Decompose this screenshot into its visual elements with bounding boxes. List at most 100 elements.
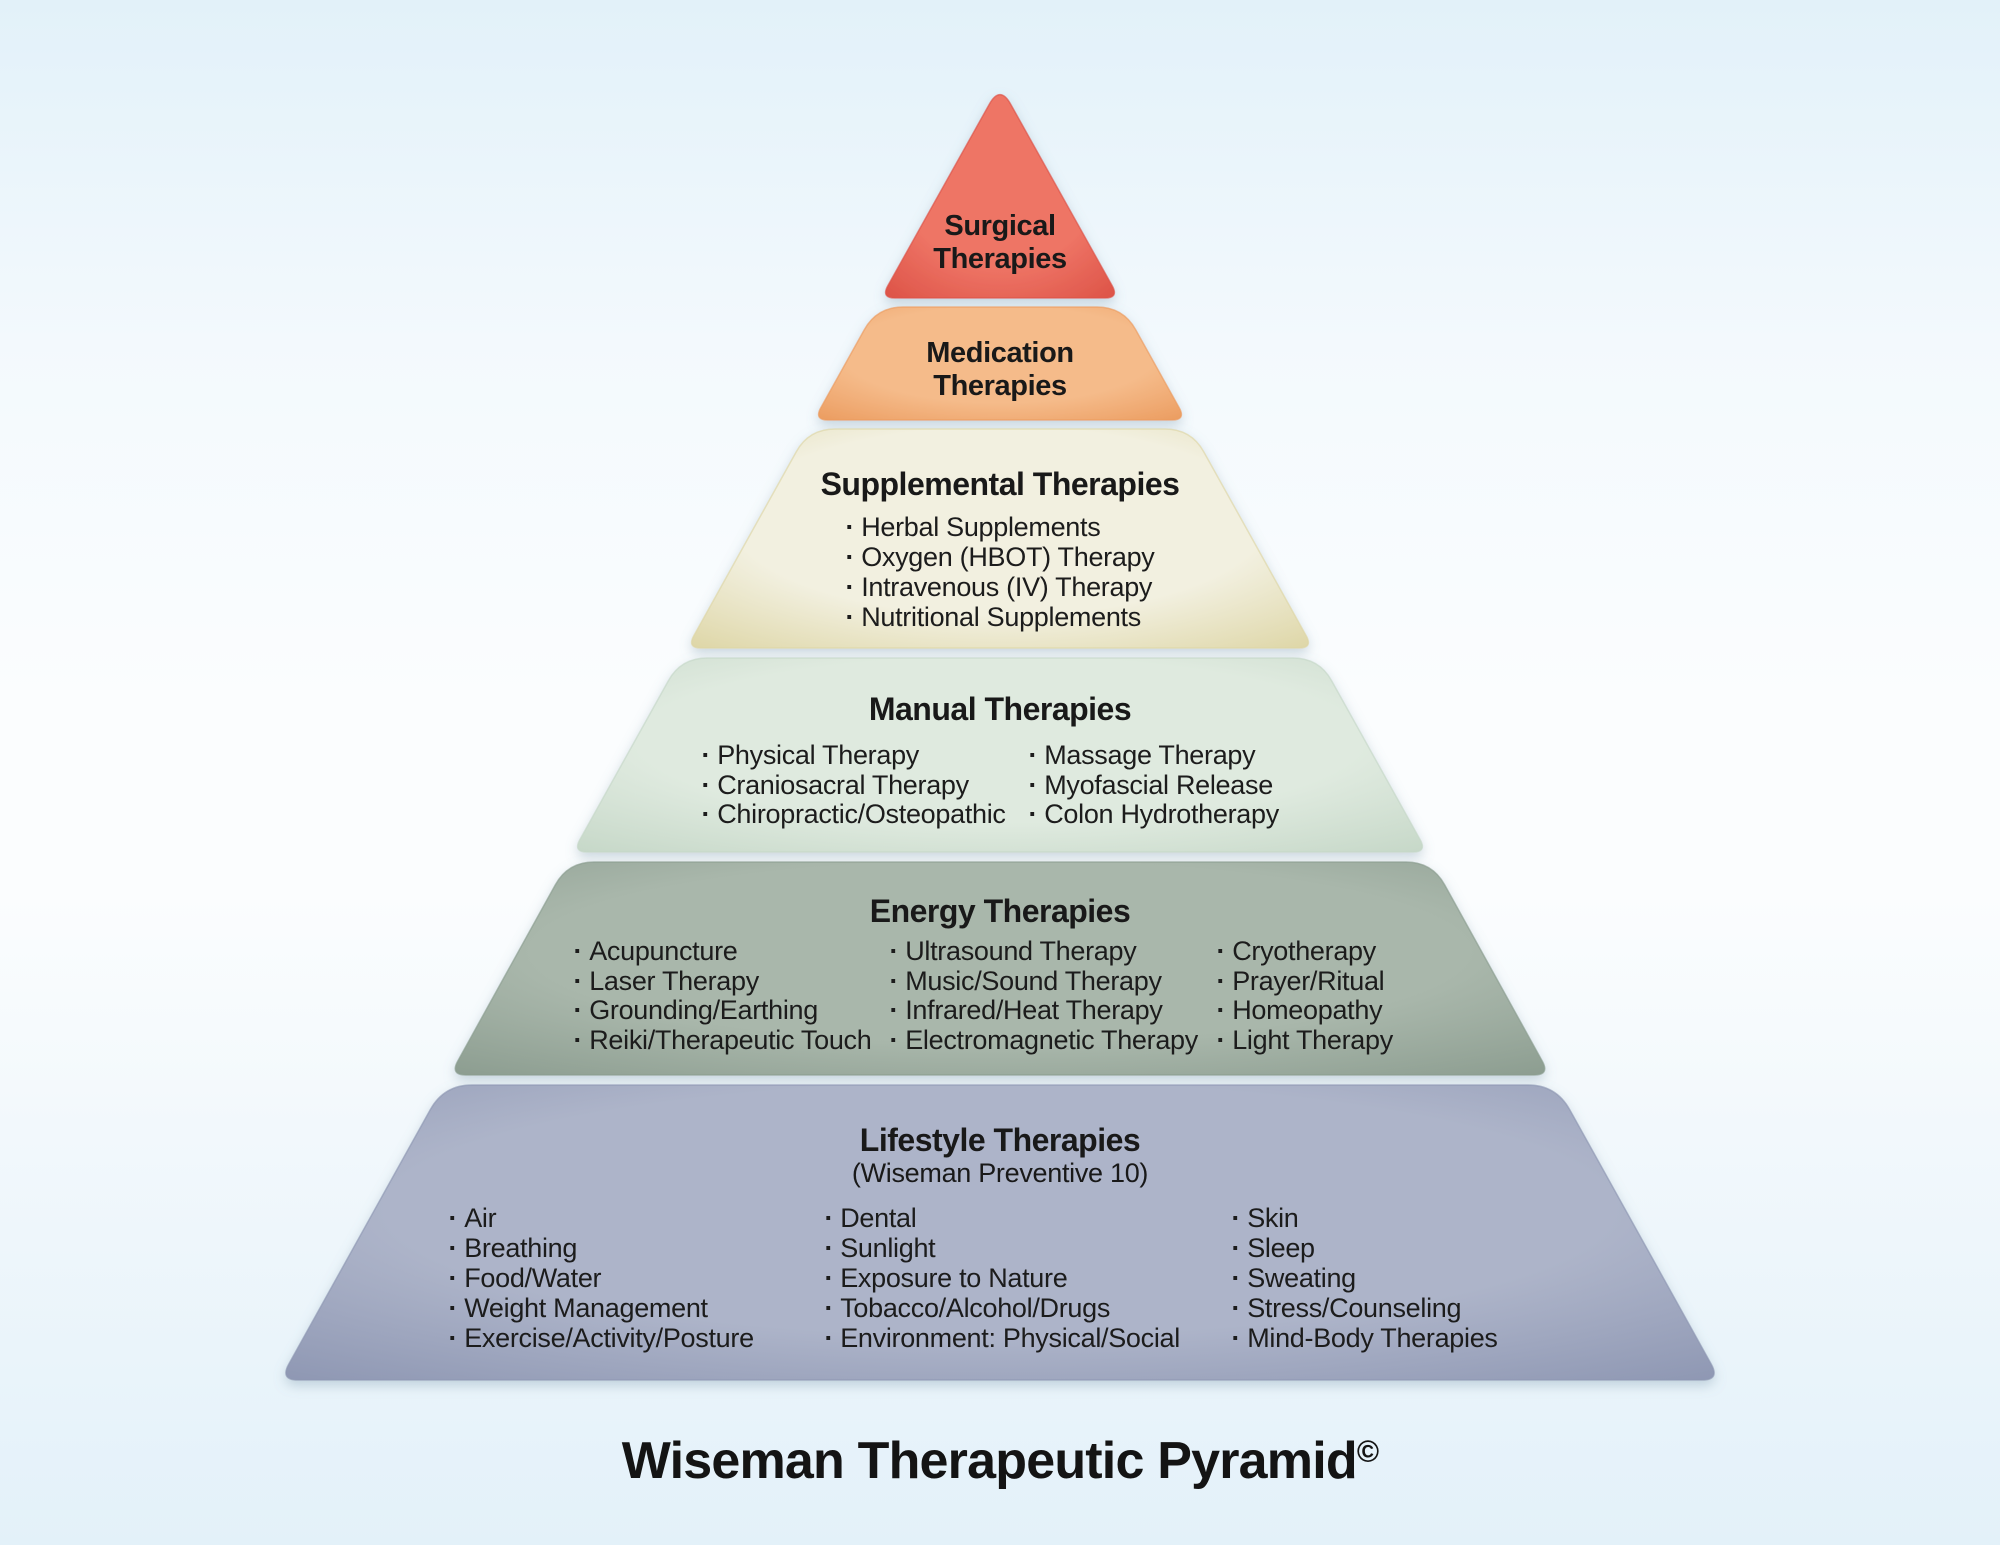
level-title-line: Medication [926, 337, 1074, 369]
bullet-icon: · [889, 965, 899, 996]
list-item: ·Nutritional Supplements [845, 602, 1154, 632]
list-item: ·Myofascial Release [1029, 770, 1299, 801]
list-item-label: Environment: Physical/Social [840, 1323, 1180, 1353]
level-title-line: Therapies [933, 243, 1067, 275]
list-item: ·Oxygen (HBOT) Therapy [845, 542, 1154, 572]
bullet-icon: · [1028, 799, 1038, 829]
bullet-icon: · [448, 1233, 458, 1263]
level-medication-shape [817, 306, 1183, 421]
bullet-icon: · [701, 799, 711, 829]
list-item-label: Acupuncture [589, 936, 738, 966]
list-item: ·Electromagnetic Therapy [890, 1024, 1217, 1056]
list-item: ·Grounding/Earthing [573, 995, 890, 1026]
bullet-icon: · [845, 572, 855, 602]
list-item: ·Acupuncture [574, 936, 890, 967]
bullet-icon: · [1231, 1263, 1241, 1293]
level-energy-title: Energy Therapies [0, 893, 2000, 929]
list-item-label: Exposure to Nature [840, 1263, 1068, 1293]
bullet-icon: · [824, 1323, 834, 1353]
list-item: ·Physical Therapy [701, 740, 1029, 771]
list-item: ·Stress/Counseling [1232, 1293, 1552, 1323]
bullet-icon: · [1231, 1233, 1241, 1263]
bullet-icon: · [889, 936, 899, 966]
list-item: ·Intravenous (IV) Therapy [845, 572, 1154, 602]
list-item-label: Reiki/Therapeutic Touch [589, 1024, 872, 1055]
level-lifestyle-subtitle: (Wiseman Preventive 10) [0, 1158, 2000, 1189]
bullet-icon: · [701, 740, 711, 770]
list-item-label: Laser Therapy [589, 965, 759, 996]
level-heading: Lifestyle Therapies [859, 1122, 1141, 1158]
list-item: ·Sleep [1232, 1233, 1552, 1263]
list-item-label: Music/Sound Therapy [905, 965, 1162, 996]
list-item: ·Mind-Body Therapies [1232, 1323, 1552, 1353]
bullet-icon: · [573, 995, 583, 1025]
level-supplemental-list: ·Herbal Supplements·Oxygen (HBOT) Therap… [0, 512, 2000, 632]
list-item: ·Skin [1232, 1203, 1552, 1233]
bullet-icon: · [573, 965, 583, 996]
list-item: ·Homeopathy [1217, 995, 1427, 1026]
list-item-label: Stress/Counseling [1247, 1293, 1462, 1323]
level-subtitle: (Wiseman Preventive 10) [851, 1158, 1149, 1188]
bullet-icon: · [845, 602, 855, 632]
level-heading: Supplemental Therapies [820, 466, 1180, 502]
bullet-icon: · [1231, 1203, 1241, 1233]
list-item-label: Food/Water [464, 1263, 602, 1293]
bullet-icon: · [573, 1024, 583, 1055]
level-medication-label: Medication Therapies [0, 337, 2000, 403]
level-lifestyle-shape [285, 1084, 1715, 1381]
level-lifestyle-list: ·Air·Breathing·Food/Water·Weight Managem… [0, 1203, 2000, 1353]
list-item-label: Electromagnetic Therapy [905, 1024, 1198, 1055]
list-item-label: Oxygen (HBOT) Therapy [861, 542, 1155, 572]
list-item: ·Reiki/Therapeutic Touch [573, 1024, 890, 1056]
list-item-label: Physical Therapy [717, 740, 920, 770]
list-item-label: Air [464, 1203, 497, 1233]
list-item-label: Chiropractic/Osteopathic [717, 799, 1006, 829]
level-title-line: Surgical [944, 210, 1056, 242]
list-item-label: Craniosacral Therapy [717, 769, 969, 800]
list-item: ·Sweating [1232, 1263, 1552, 1293]
bullet-icon: · [1231, 1323, 1241, 1353]
level-supplemental-shape [690, 428, 1310, 649]
list-item-label: Nutritional Supplements [861, 602, 1141, 632]
bullet-icon: · [824, 1203, 834, 1233]
bullet-icon: · [889, 995, 899, 1025]
bullet-icon: · [824, 1233, 834, 1263]
list-item: ·Herbal Supplements [845, 512, 1154, 542]
list-item-label: Massage Therapy [1044, 740, 1256, 770]
level-manual-list: ·Physical Therapy·Craniosacral Therapy·C… [0, 740, 2000, 830]
list-column: ·Cryotherapy·Prayer/Ritual·Homeopathy·Li… [1216, 936, 1427, 1055]
list-item: ·Air [449, 1203, 825, 1233]
bullet-icon: · [1216, 936, 1226, 966]
list-item-label: Sleep [1247, 1233, 1315, 1263]
bullet-icon: · [448, 1293, 458, 1323]
list-item-label: Breathing [464, 1233, 578, 1263]
level-energy-list: ·Acupuncture·Laser Therapy·Grounding/Ear… [0, 936, 2000, 1056]
list-item-label: Skin [1247, 1203, 1299, 1233]
list-item-label: Mind-Body Therapies [1247, 1323, 1498, 1353]
level-manual-title: Manual Therapies [0, 691, 2000, 727]
bullet-icon: · [1231, 1293, 1241, 1323]
list-item-label: Cryotherapy [1232, 936, 1376, 966]
diagram-title-text: Wiseman Therapeutic Pyramid [621, 1432, 1358, 1490]
list-item-label: Sweating [1247, 1263, 1356, 1293]
bullet-icon: · [1216, 965, 1226, 996]
list-item-label: Grounding/Earthing [589, 995, 818, 1025]
list-column: ·Dental·Sunlight·Exposure to Nature·Toba… [825, 1203, 1232, 1353]
level-lifestyle-title: Lifestyle Therapies [0, 1122, 2000, 1158]
list-item: ·Tobacco/Alcohol/Drugs [825, 1293, 1232, 1323]
list-item-label: Sunlight [840, 1233, 936, 1263]
list-column: ·Physical Therapy·Craniosacral Therapy·C… [701, 740, 1029, 830]
copyright-symbol: © [1356, 1436, 1379, 1470]
level-surgical-label: Surgical Therapies [0, 210, 2000, 276]
bullet-icon: · [448, 1263, 458, 1293]
list-column: ·Massage Therapy·Myofascial Release·Colo… [1028, 740, 1299, 830]
bullet-icon: · [824, 1263, 834, 1293]
level-manual-shape [576, 657, 1424, 853]
list-item: ·Prayer/Ritual [1216, 965, 1427, 997]
bullet-icon: · [845, 512, 855, 542]
list-item: ·Environment: Physical/Social [825, 1323, 1232, 1353]
list-item-label: Ultrasound Therapy [905, 936, 1137, 966]
list-item-label: Prayer/Ritual [1232, 965, 1385, 996]
